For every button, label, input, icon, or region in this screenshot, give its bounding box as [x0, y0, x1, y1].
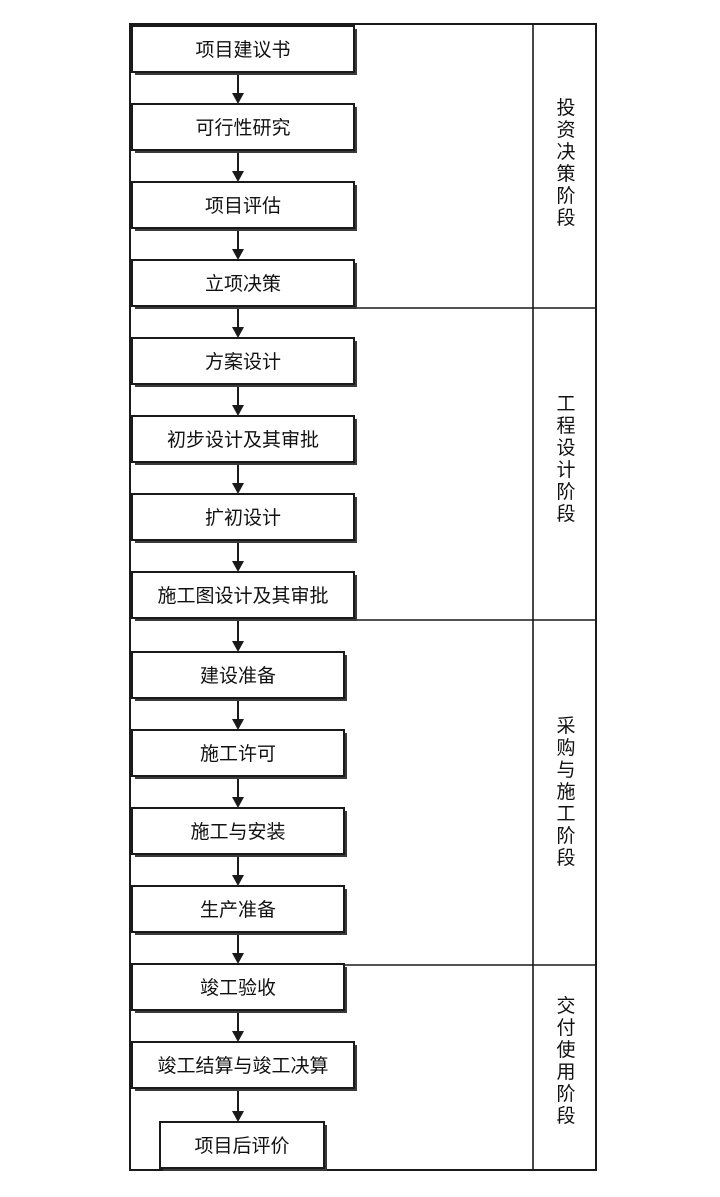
step-box-rect	[131, 415, 355, 463]
diagram-frame	[129, 23, 597, 1171]
phase-label-char: 段	[556, 207, 575, 229]
phase-label-char: 阶	[556, 481, 575, 503]
steps: 项目建议书可行性研究项目评估立项决策方案设计初步设计及其审批扩初设计施工图设计及…	[131, 25, 357, 1171]
phase-label-char: 用	[556, 1061, 575, 1083]
step-label: 竣工验收	[200, 977, 276, 999]
arrow-head	[232, 1031, 244, 1042]
arrow-head	[232, 483, 244, 494]
phase-label-char: 采	[556, 715, 575, 737]
step-box-rect	[131, 337, 355, 385]
step-box: 扩初设计	[131, 493, 357, 543]
step-label: 项目建议书	[195, 39, 290, 61]
arrow-head	[232, 405, 244, 416]
phase-label-char: 资	[556, 119, 575, 141]
step-box: 可行性研究	[131, 103, 357, 153]
step-label: 施工与安装	[190, 821, 285, 843]
phase-label-char: 段	[556, 847, 575, 869]
phase-label-char: 工	[556, 803, 575, 825]
step-box: 生产准备	[131, 885, 347, 935]
arrow-head	[232, 561, 244, 572]
step-box: 施工与安装	[131, 807, 347, 857]
phase-label-char: 段	[556, 1105, 575, 1127]
step-box-rect	[131, 807, 345, 855]
step-label: 项目后评价	[194, 1135, 289, 1157]
step-label: 生产准备	[200, 899, 276, 921]
step-box: 立项决策	[131, 259, 357, 309]
phase-label-char: 计	[556, 459, 575, 481]
arrow-head	[232, 1111, 244, 1122]
step-box: 施工许可	[131, 729, 347, 779]
phase-label-char: 投	[556, 97, 575, 119]
step-box-rect	[131, 651, 345, 699]
phase-label-char: 阶	[556, 1083, 575, 1105]
arrow-head	[232, 171, 244, 182]
step-box: 施工图设计及其审批	[131, 571, 357, 621]
phase-label-char: 交	[556, 995, 575, 1017]
step-label: 可行性研究	[195, 117, 290, 139]
step-box: 竣工结算与竣工决算	[131, 1041, 357, 1091]
step-label: 扩初设计	[205, 507, 281, 529]
step-box-rect	[131, 25, 355, 73]
step-label: 竣工结算与竣工决算	[157, 1055, 328, 1077]
arrow-head	[232, 641, 244, 652]
step-label: 建设准备	[200, 665, 276, 687]
step-box-rect	[131, 729, 345, 777]
step-box: 竣工验收	[131, 963, 347, 1013]
phase-label-char: 购	[556, 737, 575, 759]
arrow-head	[232, 327, 244, 338]
step-box-rect	[131, 1041, 355, 1089]
phase-label-char: 策	[556, 163, 575, 185]
step-label: 施工许可	[200, 743, 276, 765]
step-box: 项目建议书	[131, 25, 357, 75]
phase-label-char: 设	[556, 437, 575, 459]
phase-label-char: 付	[556, 1017, 575, 1039]
step-box: 方案设计	[131, 337, 357, 387]
phase-label-char: 施	[556, 781, 575, 803]
phase-label-char: 阶	[556, 185, 575, 207]
arrow-head	[232, 797, 244, 808]
step-box-rect	[131, 493, 355, 541]
step-box-rect	[131, 103, 355, 151]
step-label: 施工图设计及其审批	[157, 585, 328, 607]
phase-label-char: 阶	[556, 825, 575, 847]
step-box-rect	[131, 571, 355, 619]
phase-label-char: 程	[556, 415, 575, 437]
step-box-rect	[131, 181, 355, 229]
step-box: 初步设计及其审批	[131, 415, 357, 465]
arrow-head	[232, 953, 244, 964]
connectors	[232, 74, 244, 1122]
step-box-rect	[131, 885, 345, 933]
step-label: 立项决策	[205, 273, 281, 295]
phase-label-char: 段	[556, 503, 575, 525]
step-box: 项目后评价	[159, 1121, 327, 1171]
arrow-head	[232, 93, 244, 104]
phase-label-char: 与	[556, 759, 575, 781]
step-box-rect	[131, 963, 345, 1011]
phase-label-char: 使	[556, 1039, 575, 1061]
step-box-rect	[159, 1121, 325, 1169]
step-box-rect	[131, 259, 355, 307]
arrow-head	[232, 719, 244, 730]
arrow-head	[232, 875, 244, 886]
step-box: 建设准备	[131, 651, 347, 701]
arrow-head	[232, 249, 244, 260]
step-label: 初步设计及其审批	[167, 429, 319, 451]
phase-label-char: 决	[556, 141, 575, 163]
step-label: 方案设计	[205, 351, 281, 373]
step-box: 项目评估	[131, 181, 357, 231]
step-label: 项目评估	[205, 195, 281, 217]
phase-label-char: 工	[556, 393, 575, 415]
